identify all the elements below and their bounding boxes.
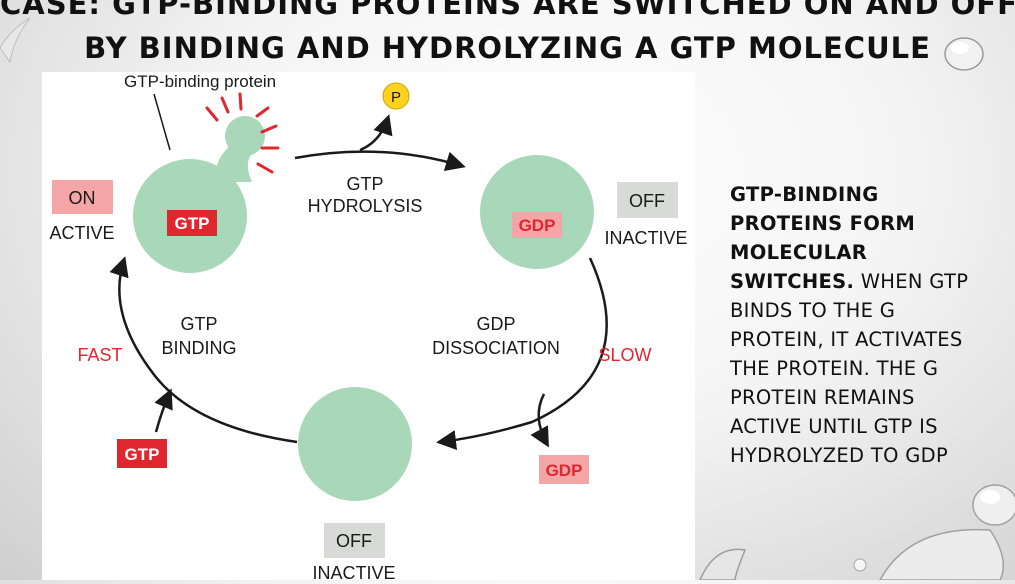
hydrolysis-arrow — [294, 150, 466, 171]
dissociation-arrow — [436, 257, 608, 451]
off-badge-bottom — [324, 523, 385, 558]
gdp-released-label: GDP — [546, 461, 583, 480]
protein-label: GTP-binding protein — [124, 72, 276, 91]
active-caption: ACTIVE — [49, 223, 114, 243]
empty-protein — [298, 387, 412, 501]
active-protein — [133, 116, 265, 273]
body-text: GTP-BINDING PROTEINS FORM MOLECULAR SWIT… — [730, 180, 990, 470]
body-text-lead: GTP-BINDING PROTEINS FORM MOLECULAR SWIT… — [730, 183, 916, 293]
binding-label-2: BINDING — [161, 338, 236, 358]
gdp-tag-inactive — [512, 212, 562, 238]
title-line-2: BY BINDING AND HYDROLYZING A GTP MOLECUL… — [84, 31, 931, 65]
phosphate-icon — [382, 82, 410, 110]
gtp-cycle-diagram: GTP-binding protein GTP ON ACTIVE P G — [49, 72, 687, 583]
off-badge-top — [617, 182, 678, 218]
gtp-incoming-tag — [117, 439, 167, 468]
dissociation-label-1: GDP — [476, 314, 515, 334]
fast-rate-label: FAST — [77, 345, 122, 365]
hydrolysis-label-2: HYDROLYSIS — [308, 196, 423, 216]
binding-arrow — [109, 256, 298, 444]
gtp-incoming-label: GTP — [125, 445, 160, 464]
off-badge-top-label: OFF — [629, 191, 665, 211]
slow-rate-label: SLOW — [598, 345, 651, 365]
gtp-entry-arrow — [154, 388, 173, 433]
on-badge — [52, 180, 113, 214]
off-badge-bottom-label: OFF — [336, 531, 372, 551]
binding-label-1: GTP — [180, 314, 217, 334]
diagram-panel: GTP-binding protein GTP ON ACTIVE P G — [42, 72, 695, 583]
on-badge-label: ON — [69, 188, 96, 208]
hydrolysis-label-1: GTP — [346, 174, 383, 194]
inactive-caption-bottom: INACTIVE — [312, 563, 395, 580]
title-line-1: CASE: GTP-BINDING PROTEINS ARE SWITCHED … — [0, 0, 1015, 21]
gtp-tag-active-label: GTP — [175, 214, 210, 233]
activity-rays — [205, 92, 280, 174]
dissociation-label-2: DISSOCIATION — [432, 338, 560, 358]
gdp-tag-inactive-label: GDP — [519, 216, 556, 235]
gdp-released-tag — [539, 455, 589, 484]
phosphate-release-arrow — [359, 114, 393, 152]
phosphate-label: P — [391, 89, 401, 106]
gtp-tag-active — [167, 210, 217, 236]
body-text-rest: WHEN GTP BINDS TO THE G PROTEIN, IT ACTI… — [730, 270, 969, 467]
inactive-caption-top: INACTIVE — [604, 228, 687, 248]
protein-label-leader — [153, 93, 171, 151]
gdp-release-arrow — [530, 393, 549, 448]
